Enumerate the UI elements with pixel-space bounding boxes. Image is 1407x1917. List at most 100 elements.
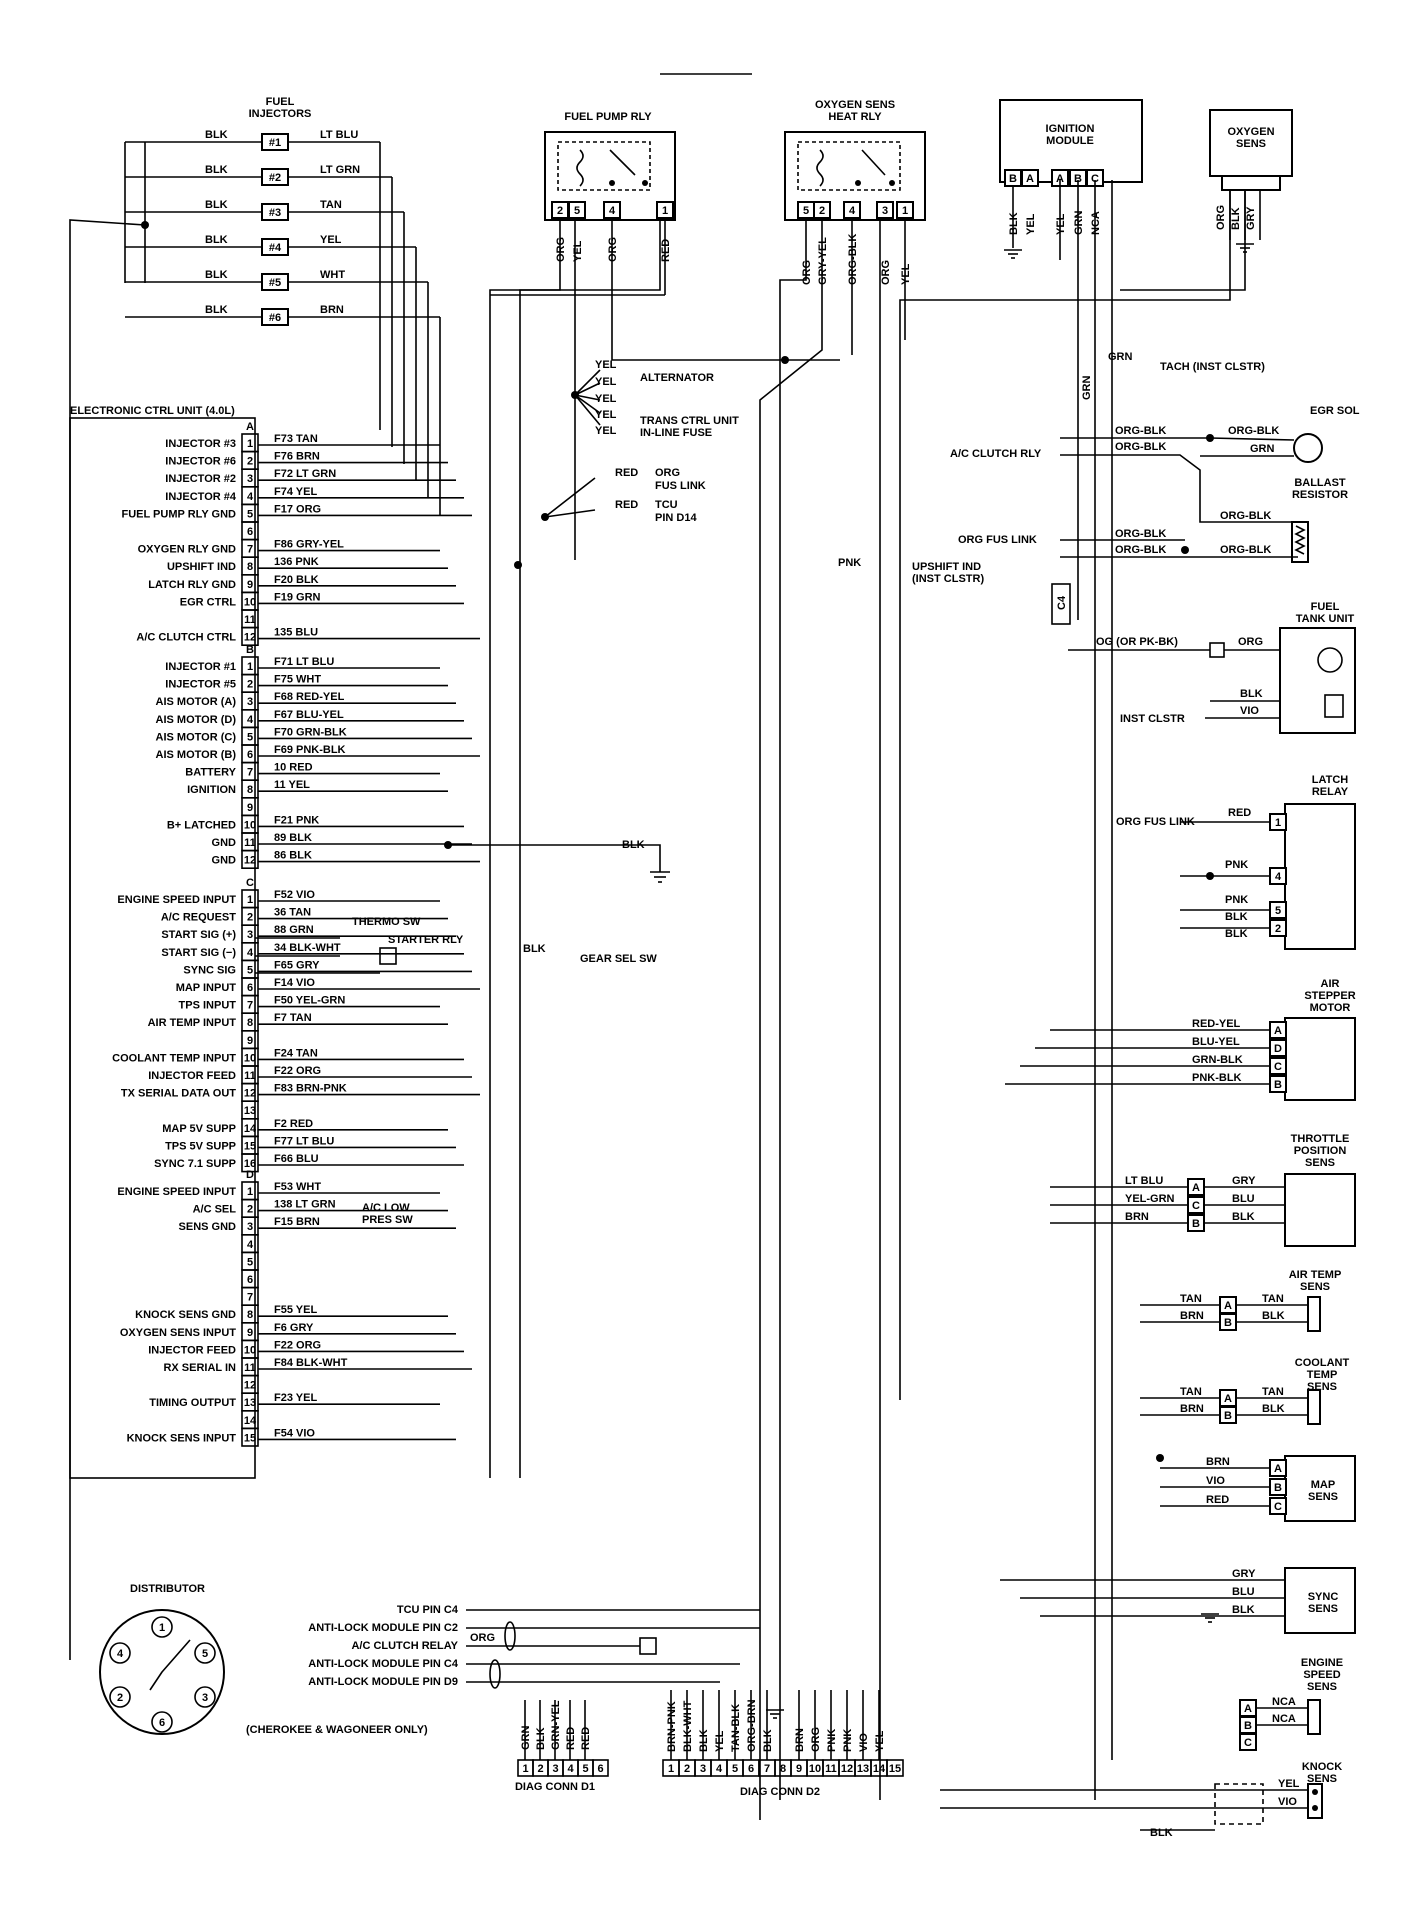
injector-gnd-label: BLK	[205, 234, 228, 246]
tcu-label-1: TCU	[655, 499, 678, 511]
ecu-pin-cell	[241, 626, 259, 646]
fuel-pump-rly-title: FUEL PUMP RLY	[564, 111, 652, 123]
ecu-pin-cell	[241, 1427, 259, 1447]
engine-speed-pin-label: A	[1244, 1703, 1252, 1715]
ecu-pin-label: COOLANT TEMP INPUT	[112, 1052, 236, 1064]
air-stepper-pin-label: B	[1274, 1079, 1282, 1091]
ecu-pin-wire-label: 136 PNK	[274, 556, 319, 568]
fuel-tank-blk-label: BLK	[1240, 688, 1263, 700]
ecu-pin-wire-label: F74 YEL	[274, 486, 317, 498]
fuel-tank-title-1: FUEL	[1311, 601, 1340, 613]
injector-number: #6	[269, 312, 281, 324]
fuel-pump-rly-pin-label: 1	[662, 205, 668, 217]
tps-left-wire-label: BRN	[1125, 1211, 1149, 1223]
distributor-terminal	[109, 1686, 131, 1708]
ballast-org-blk-label: ORG-BLK	[1220, 510, 1271, 522]
ecu-pin-wire-label: F21 PNK	[274, 814, 319, 826]
egr-grn-label: GRN	[1250, 443, 1275, 455]
injector-number: #1	[269, 137, 281, 149]
fuel-pump-rly-pin-label: 5	[574, 205, 580, 217]
ecu-pin-label: IGNITION	[187, 784, 236, 796]
org-fus-link-label-right: ORG FUS LINK	[958, 534, 1037, 546]
diag-d2-pin-number: 13	[857, 1763, 869, 1775]
fuel-pump-rly-pin-label: 2	[557, 205, 563, 217]
sync-wire-label: GRY	[1232, 1568, 1256, 1580]
gear-sel-sw-label: GEAR SEL SW	[580, 953, 657, 965]
ecu-pin-label: RX SERIAL IN	[163, 1362, 236, 1374]
ecu-pin-wire-label: 135 BLU	[274, 627, 318, 639]
distributor-terminal	[194, 1686, 216, 1708]
org-fus-link-label-1: ORG	[655, 467, 680, 479]
ecu-pin-number: 9	[247, 579, 253, 591]
ecu-pin-wire-label: F77 LT BLU	[274, 1135, 334, 1147]
alternator-label: ALTERNATOR	[640, 372, 714, 384]
air-stepper-wire-label: PNK-BLK	[1192, 1072, 1242, 1084]
ecu-pin-label: START SIG (−)	[161, 947, 236, 959]
ecu-pin-cell	[241, 1153, 259, 1173]
ecu-pin-wire-label: F6 GRY	[274, 1322, 314, 1334]
air-temp-title-1: AIR TEMP	[1289, 1269, 1342, 1281]
ecu-pin-number: 9	[247, 1327, 253, 1339]
tcu-pin-c4-label: TCU PIN C4	[397, 1604, 459, 1616]
o2-heat-rly-pin-label: 3	[882, 205, 888, 217]
o2-heat-rly-pin	[876, 201, 894, 219]
ecu-pin-label: AIS MOTOR (B)	[156, 749, 237, 761]
engine-speed-wire-label: NCA	[1272, 1696, 1296, 1708]
ecu-pin-wire-label: F68 RED-YEL	[274, 691, 345, 703]
engine-speed-pin-label: C	[1244, 1737, 1252, 1749]
yel-label-4: YEL	[595, 409, 617, 421]
ecu-pin-label: TX SERIAL DATA OUT	[121, 1088, 236, 1100]
air-stepper-wire-label: GRN-BLK	[1192, 1054, 1243, 1066]
coolant-pins-pin-label: B	[1224, 1410, 1232, 1422]
fuel-pump-rly-pin-label: 4	[609, 205, 616, 217]
distributor-title: DISTRIBUTOR	[130, 1583, 205, 1595]
ecu-pin-wire-label: 86 BLK	[274, 850, 312, 862]
ecu-pin-label: A/C CLUTCH CTRL	[136, 632, 236, 644]
ecu-pin-label: B+ LATCHED	[167, 819, 236, 831]
o2-heat-rly-wire-label: ORG	[880, 260, 892, 285]
diag-d1-pin-number: 4	[567, 1763, 574, 1775]
distributor-terminal	[151, 1616, 173, 1638]
ecu-pin-wire-label: F15 BRN	[274, 1216, 320, 1228]
c4-label: C4	[1056, 595, 1068, 610]
diag-d2-pin-number: 9	[796, 1763, 802, 1775]
ecu-pin-wire-label: 89 BLK	[274, 832, 312, 844]
ignition-module-wire-label: GRN	[1073, 211, 1085, 236]
airtemp-pins-pin-label: B	[1224, 1317, 1232, 1329]
injector-number: #4	[269, 242, 282, 254]
air-temp-title-2: SENS	[1300, 1281, 1330, 1293]
ballast-org-blk-label-2: ORG-BLK	[1220, 544, 1271, 556]
ecu-pin-wire-label: F86 GRY-YEL	[274, 539, 344, 551]
diag-d1-wire-label: RED	[580, 1727, 592, 1750]
tps-pin-label: A	[1192, 1182, 1200, 1194]
air-stepper-pin-label: D	[1274, 1043, 1282, 1055]
ecu-pin-number: 12	[244, 632, 256, 644]
ecu-pin-number: 15	[244, 1140, 256, 1152]
ecu-pin-wire-label: F67 BLU-YEL	[274, 709, 344, 721]
diag-d2-pin-number: 3	[700, 1763, 706, 1775]
ecu-pin-wire-label: F65 GRY	[274, 959, 320, 971]
egr-sol	[1293, 433, 1323, 463]
ecu-pin-number: 12	[244, 1380, 256, 1392]
ac-clutch-relay-label: A/C CLUTCH RELAY	[351, 1640, 458, 1652]
ecu-pin-number: 10	[244, 1344, 256, 1356]
map-pin-label: C	[1274, 1501, 1282, 1513]
ignition-module-pin-label: A	[1026, 173, 1034, 185]
ecu-pin-number: 7	[247, 1000, 253, 1012]
ballast-title-2: RESISTOR	[1292, 489, 1348, 501]
diag-d2-wire-label: ORG	[810, 1727, 822, 1752]
air-stepper-title-1: AIR	[1321, 978, 1340, 990]
air-stepper-wire-label: RED-YEL	[1192, 1018, 1241, 1030]
org-blk-label-1: ORG-BLK	[1115, 425, 1166, 437]
ecu-pin-number: 14	[244, 1415, 257, 1427]
ecu-pin-number: 11	[244, 614, 256, 626]
tcu-label-2: PIN D14	[655, 512, 697, 524]
ecu-pin-label: A/C SEL	[193, 1204, 237, 1216]
ecu-pin-number: 1	[247, 1186, 253, 1198]
egr-sol-title: EGR SOL	[1310, 405, 1360, 417]
o2-heat-rly-title-2: HEAT RLY	[828, 111, 882, 123]
antilock-d9-label: ANTI-LOCK MODULE PIN D9	[308, 1676, 458, 1688]
